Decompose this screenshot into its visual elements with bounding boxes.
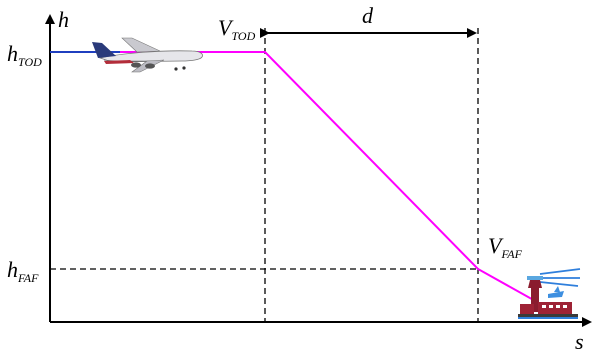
- distance-label: d: [362, 3, 374, 28]
- v-tod-label: VTOD: [218, 15, 256, 43]
- descent-profile-line: [120, 51, 556, 313]
- x-axis-label: s: [575, 329, 584, 354]
- y-axis-label: h: [58, 7, 69, 32]
- airport-tower-icon: [518, 268, 581, 319]
- v-faf-label: VFAF: [488, 233, 523, 261]
- h-faf-label: hFAF: [7, 257, 39, 285]
- airplane-icon: [92, 37, 203, 73]
- h-tod-label: hTOD: [7, 41, 42, 69]
